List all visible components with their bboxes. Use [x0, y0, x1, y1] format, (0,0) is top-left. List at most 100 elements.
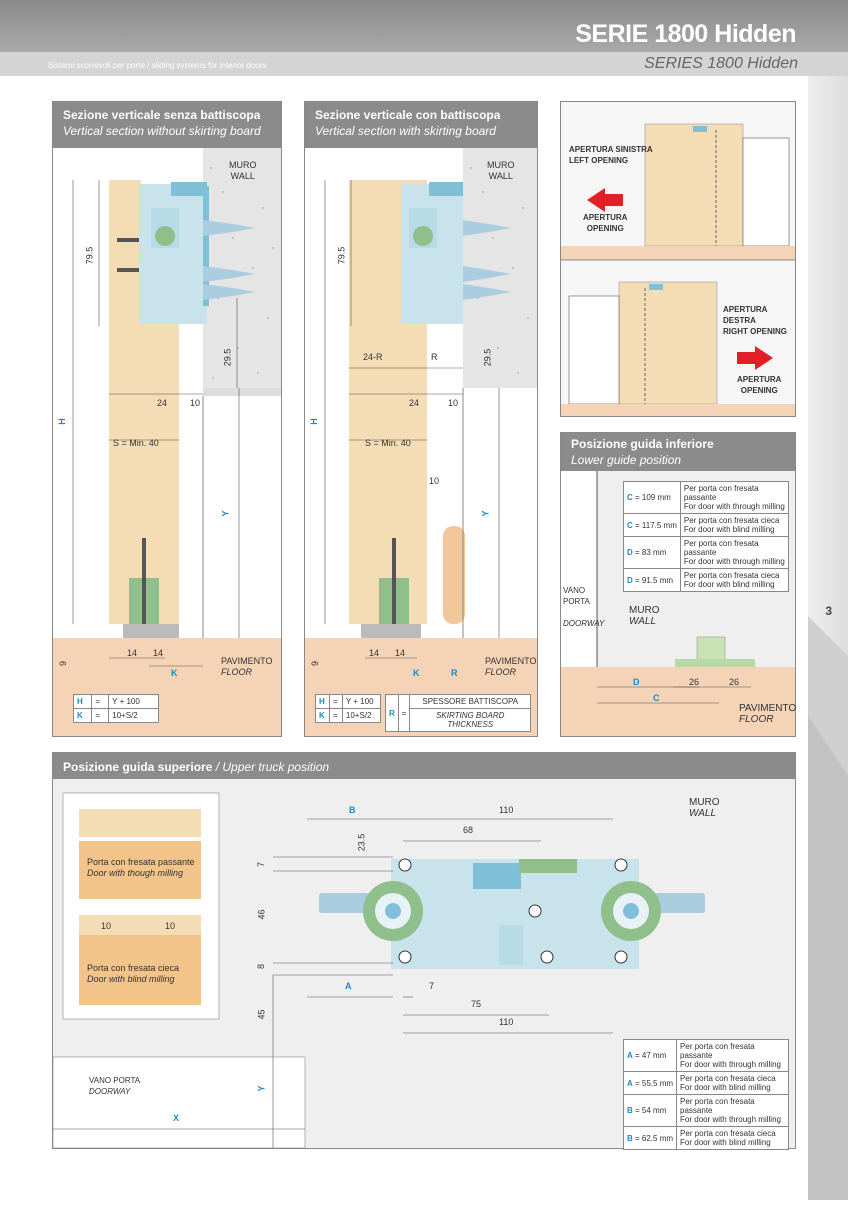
- section-drawing: [53, 148, 281, 736]
- dim-23-5: 23.5: [356, 833, 367, 852]
- dim-h: H: [56, 418, 67, 425]
- dim-26a: 26: [689, 677, 700, 687]
- dim-k: K: [171, 668, 178, 678]
- dim-9: 9: [310, 660, 321, 667]
- panel-lower-guide: Posizione guida inferiore Lower guide po…: [560, 432, 796, 737]
- formula-row: H=Y + 100: [314, 694, 382, 709]
- dim-r2: R: [451, 668, 458, 678]
- header-band: [0, 52, 848, 76]
- panel-title-en: Vertical section with skirting board: [315, 124, 496, 138]
- dim-x: X: [173, 1113, 180, 1123]
- panel-section-with-skirting: Sezione verticale con battiscopa Vertica…: [304, 101, 538, 737]
- panel-header: Sezione verticale con battiscopa Vertica…: [305, 102, 537, 148]
- panel-upper-truck: Posizione guida superiore / Upper truck …: [52, 752, 796, 1150]
- page-header: SERIE 1800 Hidden SERIES 1800 Hidden Sis…: [0, 0, 848, 76]
- dim-a: A: [345, 981, 352, 991]
- dim-y: Y: [220, 510, 231, 517]
- dim-s: S = Min. 40: [113, 438, 159, 448]
- dim-10: 10: [190, 398, 201, 408]
- formula-row: K=10+S/2: [72, 708, 159, 723]
- panel-header: Posizione guida superiore / Upper truck …: [53, 753, 795, 779]
- page-subtitle: SERIES 1800 Hidden: [644, 55, 798, 72]
- dim-y: Y: [256, 1085, 267, 1092]
- dim-7b: 7: [429, 981, 435, 991]
- arrow-right-icon: [737, 346, 773, 370]
- dim-c: C: [653, 693, 660, 703]
- skirting-table: R=SPESSORE BATTISCOPA SKIRTING BOARD THI…: [385, 694, 531, 732]
- dim-24: 24: [157, 398, 168, 408]
- dim-24-r: 24-R: [363, 352, 383, 362]
- dim-45: 45: [256, 1009, 267, 1020]
- page-number: 3: [825, 604, 832, 618]
- upper-truck-drawing: [53, 779, 795, 1148]
- dim-9: 9: [58, 660, 69, 667]
- dim-10a: 10: [101, 921, 112, 931]
- panel-title: Posizione guida inferiore: [571, 437, 714, 451]
- dim-7: 7: [256, 861, 267, 868]
- formula-table: H=Y + 100 K=10+S/2: [314, 694, 382, 723]
- page-tagline: Sistemi scorrevoli per porte / sliding s…: [48, 61, 267, 70]
- arrow-left-icon: [587, 188, 623, 212]
- dim-8: 8: [256, 963, 267, 970]
- dim-75: 75: [471, 999, 482, 1009]
- dim-26b: 26: [729, 677, 740, 687]
- dim-79-5: 79.5: [336, 246, 347, 265]
- panel-title: Posizione guida superiore: [63, 760, 213, 774]
- panel-title-sep: /: [212, 760, 223, 774]
- dim-24: 24: [409, 398, 420, 408]
- dim-14a: 14: [127, 648, 138, 658]
- dim-14b: 14: [153, 648, 164, 658]
- dim-29-5: 29.5: [222, 348, 233, 367]
- dim-29-5: 29.5: [482, 348, 493, 367]
- dim-b: B: [349, 805, 356, 815]
- page-title: SERIE 1800 Hidden: [575, 20, 796, 48]
- panel-title: Sezione verticale con battiscopa: [315, 108, 501, 122]
- panel-title: Sezione verticale senza battiscopa: [63, 108, 261, 122]
- panel-title-en: Vertical section without skirting board: [63, 124, 261, 138]
- dim-h: H: [308, 418, 319, 425]
- panel-title-en: Lower guide position: [571, 453, 682, 467]
- formula-row: K=10+S/2: [314, 708, 382, 723]
- dim-14a: 14: [369, 648, 380, 658]
- panel-header: Posizione guida inferiore Lower guide po…: [561, 433, 795, 471]
- section-drawing: [305, 148, 537, 736]
- side-decoration: [808, 76, 848, 1200]
- dim-110b: 110: [499, 1017, 514, 1027]
- formula-row: H=Y + 100: [72, 694, 159, 709]
- dim-68: 68: [463, 825, 474, 835]
- dim-y: Y: [480, 510, 491, 517]
- skirting-row: SKIRTING BOARD THICKNESS: [386, 708, 531, 732]
- formula-table: H=Y + 100 K=10+S/2: [72, 694, 159, 723]
- dim-79-5: 79.5: [84, 246, 95, 265]
- panel-header: Sezione verticale senza battiscopa Verti…: [53, 102, 281, 148]
- skirting-row: R=SPESSORE BATTISCOPA: [385, 694, 531, 732]
- dim-14b: 14: [395, 648, 406, 658]
- dim-d: D: [633, 677, 640, 687]
- opening-drawing: [561, 123, 795, 416]
- dim-s: S = Min. 40: [365, 438, 411, 448]
- dim-10b: 10: [165, 921, 176, 931]
